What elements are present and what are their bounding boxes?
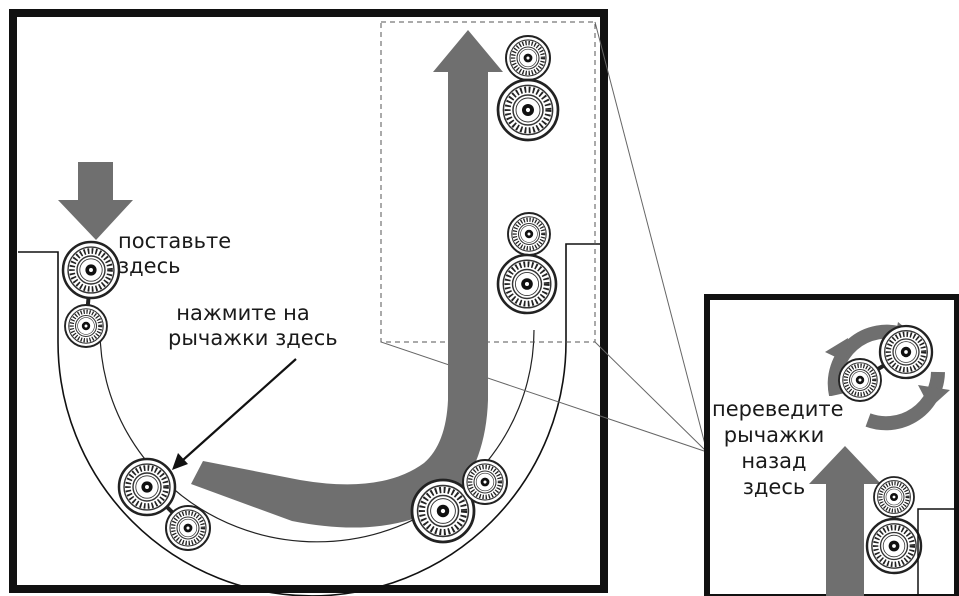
zoom-connector-mid bbox=[594, 341, 708, 453]
press-levers-line2: рычажки здесь bbox=[168, 326, 338, 350]
zoom-connector-bottom bbox=[380, 341, 708, 453]
reel-pair-icon bbox=[867, 477, 921, 573]
reel-pair-icon bbox=[412, 460, 507, 542]
place-here-line1: поставьте bbox=[118, 229, 232, 253]
u-turn-arrow-icon bbox=[191, 30, 503, 528]
u-track-inner bbox=[99, 329, 535, 543]
down-arrow-icon bbox=[58, 162, 133, 240]
reel-pair-icon bbox=[119, 459, 210, 550]
up-arrow-icon bbox=[809, 446, 881, 596]
return-levers-label: переведите рычажки назад здесь bbox=[712, 396, 844, 500]
return-levers-line1: переведите bbox=[712, 396, 844, 422]
reel-pair-icon bbox=[498, 213, 556, 313]
return-levers-line3: назад bbox=[741, 449, 807, 473]
reel-pair-icon bbox=[839, 326, 932, 401]
inset-track bbox=[917, 508, 956, 596]
press-levers-label: нажмите на рычажки здесь bbox=[168, 301, 338, 351]
reel-pair-icon bbox=[498, 36, 558, 140]
press-levers-line1: нажмите на bbox=[176, 301, 310, 325]
reel-pair-icon bbox=[63, 242, 119, 347]
return-levers-line2: рычажки bbox=[723, 423, 825, 447]
return-levers-line4: здесь bbox=[742, 475, 806, 499]
zoom-connector-top bbox=[594, 21, 708, 453]
pointer-arrow-icon bbox=[182, 358, 297, 461]
place-here-line2: здесь bbox=[118, 254, 181, 278]
place-here-label: поставьте здесь bbox=[118, 229, 231, 279]
